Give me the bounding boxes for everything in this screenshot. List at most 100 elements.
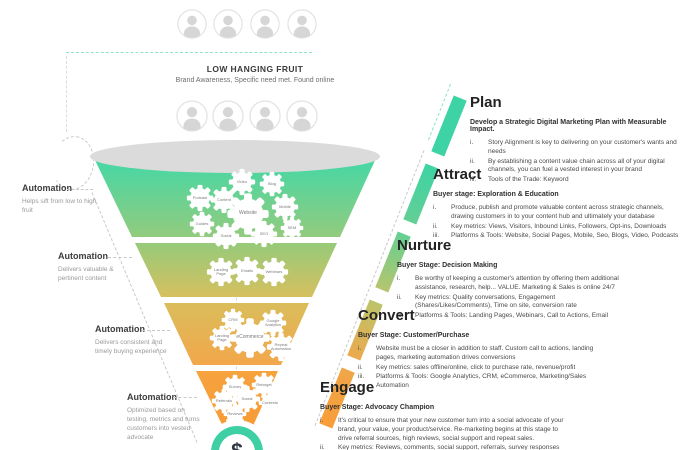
gear-ecommerce: eCommerce — [229, 317, 271, 359]
gear-label: Social — [241, 395, 253, 401]
list-numeral: i. — [397, 275, 401, 282]
automation-title: Automation — [127, 392, 177, 402]
stage-title: Convert — [358, 307, 415, 324]
stage-subtitle: Buyer Stage: Customer/Purchase — [358, 332, 470, 339]
gear-label: Referrals — [215, 397, 233, 403]
list-item: Produce, publish and promote valuable co… — [451, 204, 664, 220]
gear-label: Google Analytics — [264, 317, 281, 327]
list-item: Website must be a closer in addition to … — [376, 345, 594, 361]
gear-social-2: Social — [233, 385, 261, 413]
automation-desc: Helps sift from low to high fruit — [22, 198, 97, 215]
gear-label: Website — [238, 210, 257, 217]
stage-attract: Attract Buyer stage: Exploration & Educa… — [433, 166, 685, 242]
automation-desc: Delivers valuable & pertinent content — [58, 266, 114, 283]
list-numeral: ii. — [358, 363, 363, 371]
automation-connector-1 — [67, 189, 93, 190]
gear-label: Reviews — [227, 410, 243, 416]
automation-title: Automation — [95, 324, 145, 334]
gear-retarget: Retarget — [251, 372, 277, 398]
gear-crm: CRM — [221, 308, 245, 332]
gear-google-analytics: Google Analytics — [259, 309, 287, 337]
gear-label: Blog — [267, 180, 276, 186]
gear-label: eCommerce — [236, 334, 264, 341]
gear-referrals: Referrals — [211, 388, 237, 414]
gear-reviews: Reviews — [223, 402, 247, 426]
avatar — [176, 100, 208, 132]
list-item: Key metrics: Reviews, comments, social s… — [338, 444, 560, 450]
gear-website: Website — [226, 192, 270, 236]
automation-title: Automation — [22, 183, 72, 193]
gear-mobile: Mobile — [271, 193, 299, 221]
automation-connector-4 — [173, 397, 197, 398]
gear-podcast: Podcast — [186, 184, 214, 212]
gear-label: Podcast — [192, 194, 208, 200]
stage-convert: Convert Buyer Stage: Customer/Purchase i… — [358, 307, 598, 392]
gear-repeat-automation: Repeat Automation — [266, 332, 296, 362]
stage-plan: Plan Develop a Strategic Digital Marketi… — [470, 94, 692, 186]
gear-blog: Blog — [259, 171, 285, 197]
list-item: Tools of the Trade: Keyword — [488, 176, 569, 184]
stage-subtitle: Buyer Stage: Decision Making — [397, 262, 498, 269]
automation-block-1: Automation Helps sift from low to high f… — [22, 183, 98, 215]
avatar — [249, 100, 281, 132]
gear-social: Social — [212, 222, 240, 250]
gear-label: Emails — [240, 267, 253, 273]
list-item: Key metrics: Views, Visitors, Inbound Li… — [451, 222, 667, 230]
automation-desc: Optimized based on testing, metrics and … — [127, 407, 200, 442]
avatar — [250, 9, 280, 39]
list-item: It's critical to ensure that your new cu… — [338, 417, 564, 442]
avatar — [287, 9, 317, 39]
list-numeral: iii. — [397, 312, 404, 320]
automation-block-3: Automation Delivers consistent and timel… — [95, 324, 171, 356]
gear-seo: SEO — [250, 220, 278, 248]
gear-label: Webinars — [265, 268, 283, 274]
harder-to-reach-label: Harder to Reach — [160, 0, 350, 2]
gear-label: Landing Page — [214, 332, 230, 342]
low-hanging-fruit-title: LOW HANGING FRUIT — [206, 64, 304, 74]
stage-stripe-plan — [431, 95, 467, 157]
list-numeral: ii. — [470, 157, 475, 165]
gear-content: Content — [210, 186, 238, 214]
list-item: By establishing a content value chain ac… — [488, 157, 665, 174]
list-numeral: iii. — [433, 232, 440, 240]
stage-title: Plan — [470, 94, 502, 111]
automation-desc: Delivers consistent and timely buying ex… — [95, 339, 167, 356]
list-numeral: ii. — [320, 444, 325, 450]
automation-connector-3 — [142, 330, 170, 331]
list-numeral: i. — [358, 345, 362, 352]
stage-subtitle: Buyer Stage: Advocacy Champion — [320, 404, 435, 411]
list-item: Key metrics: Quality conversations, Enga… — [415, 293, 577, 310]
low-hanging-fruit-subtitle: Brand Awareness, Specific need met. Foun… — [175, 77, 335, 84]
stage-subtitle: Buyer stage: Exploration & Education — [433, 191, 559, 198]
left-guide-dash — [66, 56, 67, 132]
gear-label: Video — [236, 178, 248, 184]
gear-landing-page-2: Landing Page — [209, 325, 235, 351]
list-numeral: ii. — [397, 293, 402, 301]
gear-landing-page: Landing Page — [206, 257, 236, 287]
automation-title: Automation — [58, 251, 108, 261]
list-item: Platforms & Tools: Google Analytics, CRM… — [376, 373, 587, 390]
list-item: Story Alignment is key to delivering on … — [488, 139, 677, 155]
automation-block-2: Automation Delivers valuable & pertinent… — [58, 251, 134, 283]
list-numeral: iii. — [470, 176, 477, 184]
gear-emails: Emails — [232, 256, 262, 286]
dollar-icon: $ — [219, 434, 255, 450]
gear-label: Mobile — [279, 203, 291, 209]
avatar — [213, 9, 243, 39]
automation-connector-2 — [108, 257, 132, 258]
list-numeral: i. — [470, 139, 474, 146]
automation-block-4: Automation Optimized based on testing, m… — [127, 392, 203, 442]
funnel-mouth-ellipse — [90, 140, 380, 173]
gear-label: Repeat Automation — [270, 341, 292, 351]
gear-label: Retarget — [256, 381, 272, 387]
stage-subtitle: Develop a Strategic Digital Marketing Pl… — [470, 119, 667, 133]
gear-label: SEO — [259, 230, 269, 236]
gear-label: Content — [216, 196, 231, 202]
gear-label: Social — [220, 232, 232, 238]
stage-nurture: Nurture Buyer Stage: Decision Making i.B… — [397, 237, 632, 322]
gear-label: Contests — [262, 399, 278, 405]
list-numeral: iii. — [358, 373, 365, 381]
gear-sem: SEM — [280, 216, 304, 240]
list-item: Platforms & Tools: Landing Pages, Webina… — [415, 312, 609, 320]
